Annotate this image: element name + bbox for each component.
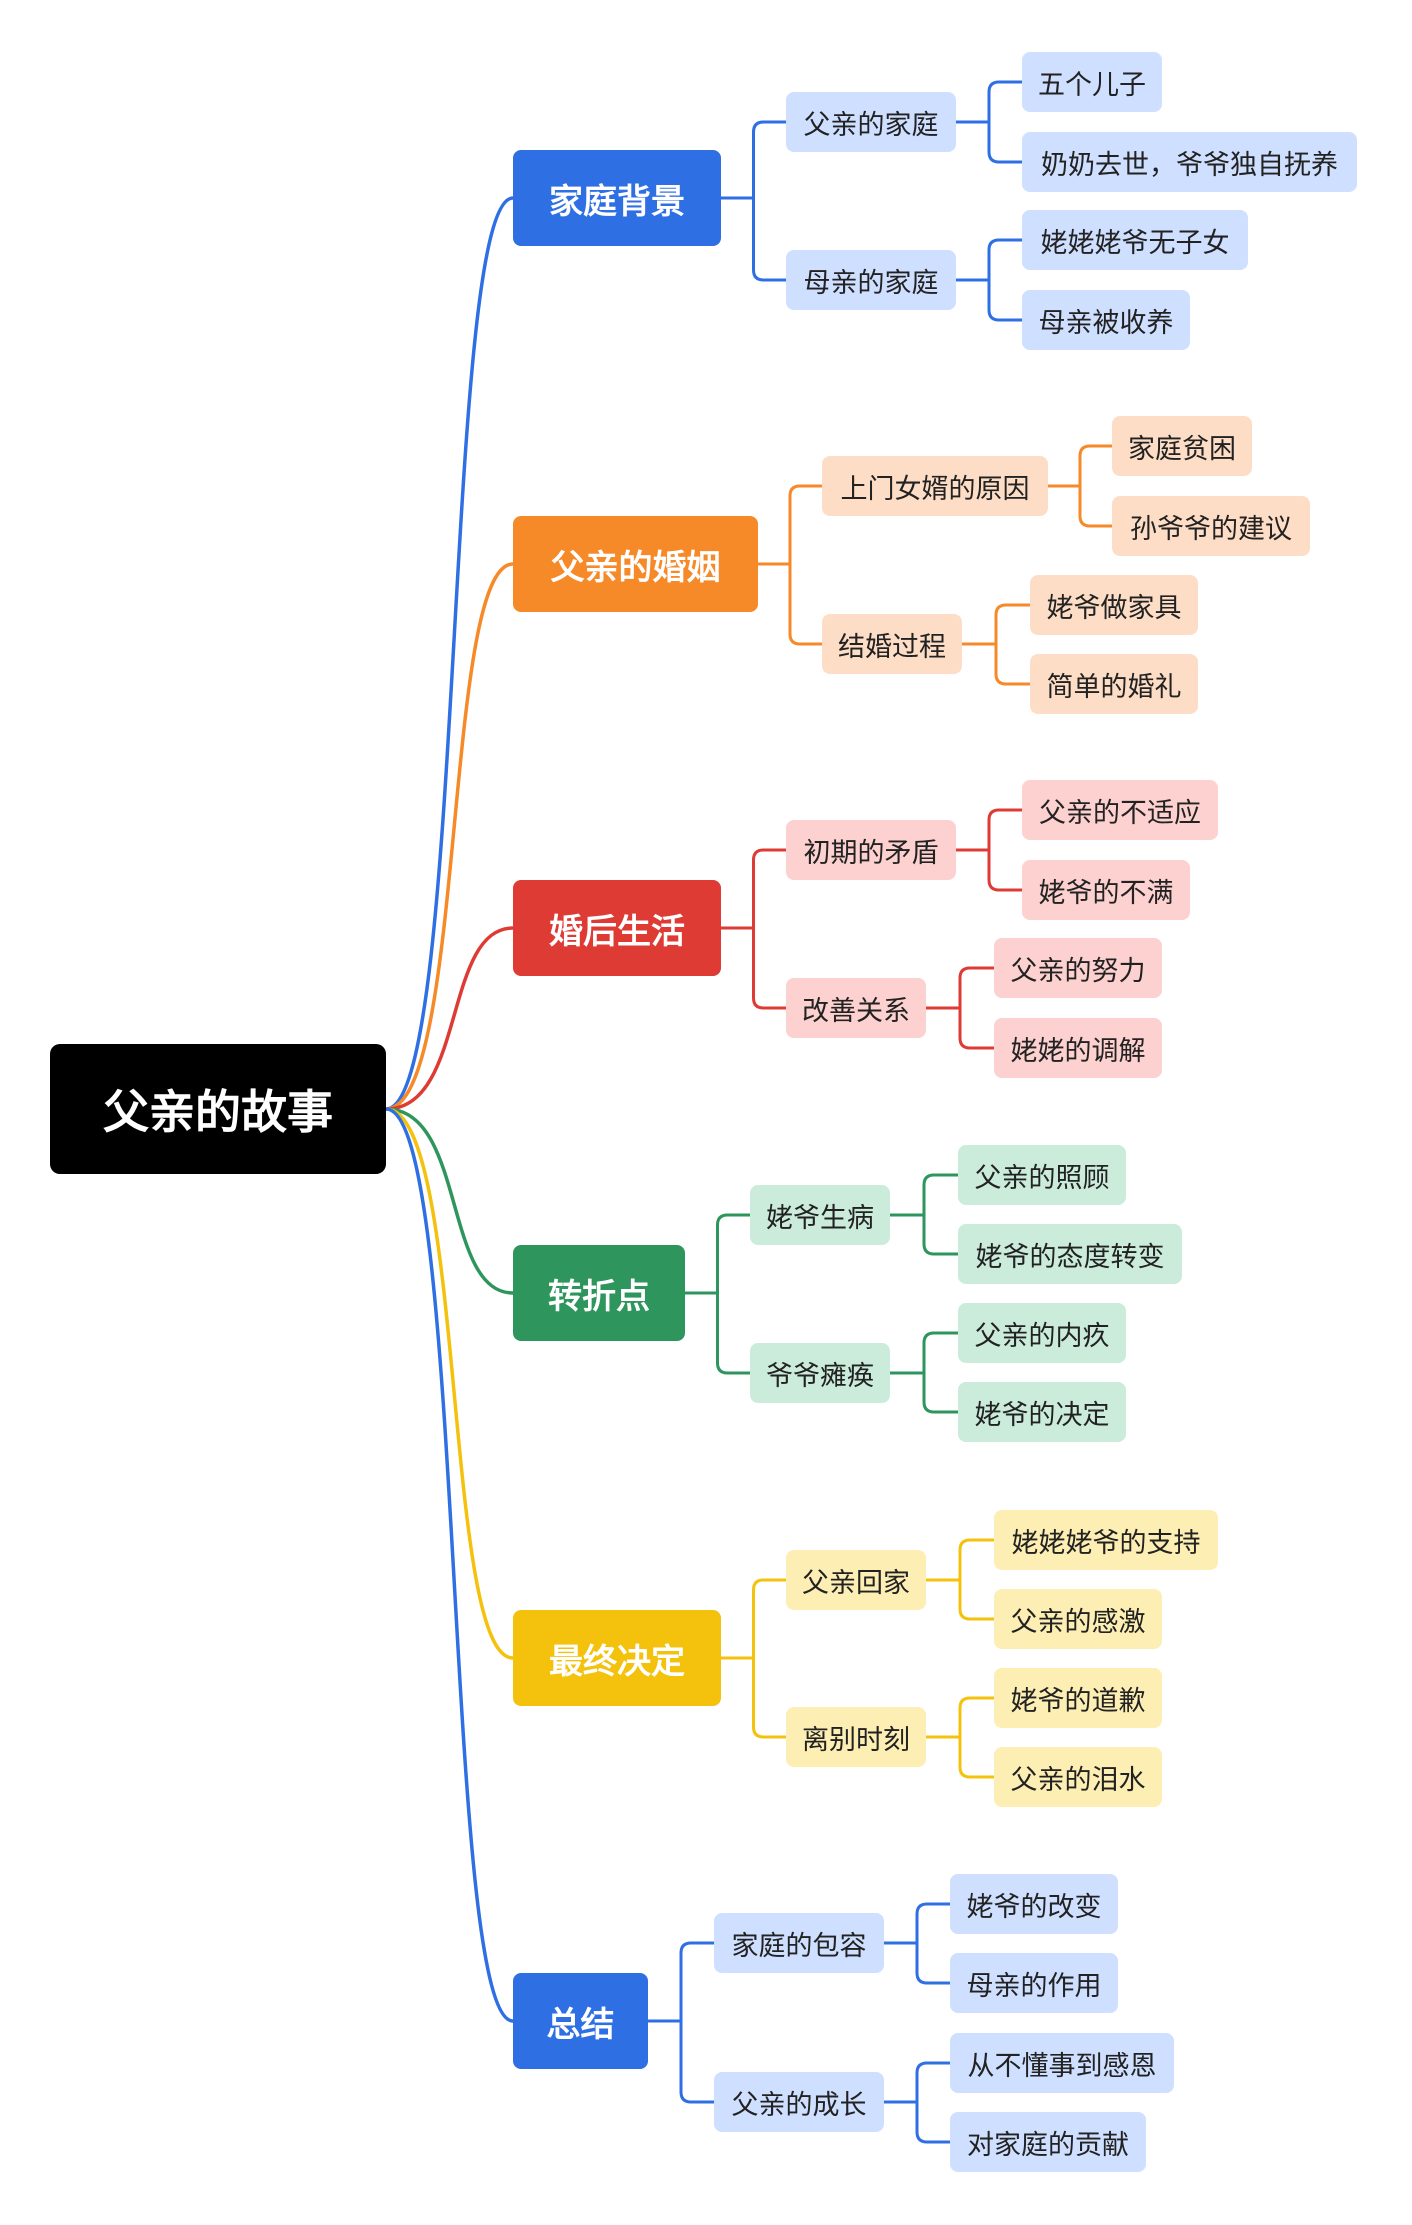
leaf-link-2-1-0 — [958, 966, 996, 1010]
leaf-topic-2-1-1[interactable]: 姥姥的调解 — [994, 1018, 1162, 1078]
leaf-topic-1-1-0[interactable]: 姥爷做家具 — [1030, 575, 1198, 635]
leaf-link-1-1-1 — [994, 642, 1032, 686]
main-topic-2[interactable]: 婚后生活 — [513, 880, 721, 976]
subtopic-3-0[interactable]: 姥爷生病 — [750, 1185, 890, 1245]
leaf-topic-1-0-1[interactable]: 孙爷爷的建议 — [1112, 496, 1310, 556]
leaf-link-5-1-0 — [915, 2061, 952, 2104]
subtopic-2-1[interactable]: 改善关系 — [786, 978, 926, 1038]
sub-link-0-0 — [752, 120, 788, 200]
branch-line-3 — [384, 1107, 515, 1295]
sub-link-5-0 — [679, 1941, 716, 2023]
leaf-link-3-0-0 — [922, 1173, 960, 1217]
sub-link-1-1 — [788, 562, 824, 646]
branch-line-0 — [384, 196, 515, 1111]
leaf-topic-4-0-0[interactable]: 姥姥姥爷的支持 — [994, 1510, 1218, 1570]
branch-line-2 — [384, 926, 515, 1111]
leaf-topic-4-1-1[interactable]: 父亲的泪水 — [994, 1747, 1162, 1807]
main-topic-3[interactable]: 转折点 — [513, 1245, 685, 1341]
leaf-link-5-0-1 — [915, 1941, 952, 1985]
leaf-topic-0-1-0[interactable]: 姥姥姥爷无子女 — [1022, 210, 1248, 270]
leaf-link-3-1-0 — [922, 1331, 960, 1375]
leaf-topic-1-0-0[interactable]: 家庭贫困 — [1112, 416, 1252, 476]
root-node[interactable]: 父亲的故事 — [50, 1044, 386, 1174]
subtopic-4-1[interactable]: 离别时刻 — [786, 1707, 926, 1767]
leaf-topic-2-0-0[interactable]: 父亲的不适应 — [1022, 780, 1218, 840]
leaf-topic-1-1-1[interactable]: 简单的婚礼 — [1030, 654, 1198, 714]
leaf-link-0-1-1 — [987, 278, 1024, 322]
sub-link-4-0 — [752, 1578, 788, 1660]
leaf-topic-3-0-0[interactable]: 父亲的照顾 — [958, 1145, 1126, 1205]
leaf-link-0-1-0 — [987, 238, 1024, 282]
leaf-link-2-0-0 — [987, 808, 1024, 852]
leaf-topic-4-0-1[interactable]: 父亲的感激 — [994, 1589, 1162, 1649]
leaf-link-1-0-0 — [1078, 444, 1114, 488]
sub-link-3-0 — [716, 1213, 752, 1295]
leaf-link-0-0-1 — [987, 120, 1024, 164]
leaf-topic-5-1-1[interactable]: 对家庭的贡献 — [950, 2112, 1146, 2172]
leaf-topic-3-1-0[interactable]: 父亲的内疚 — [958, 1303, 1126, 1363]
subtopic-1-0[interactable]: 上门女婿的原因 — [822, 456, 1048, 516]
subtopic-0-1[interactable]: 母亲的家庭 — [786, 250, 956, 310]
leaf-topic-3-0-1[interactable]: 姥爷的态度转变 — [958, 1224, 1182, 1284]
leaf-link-2-0-1 — [987, 848, 1024, 892]
main-topic-1[interactable]: 父亲的婚姻 — [513, 516, 758, 612]
branch-line-5 — [384, 1107, 515, 2023]
leaf-topic-2-1-0[interactable]: 父亲的努力 — [994, 938, 1162, 998]
leaf-link-4-0-0 — [958, 1538, 996, 1582]
branch-line-4 — [384, 1107, 515, 1660]
leaf-link-1-0-1 — [1078, 484, 1114, 528]
leaf-link-3-1-1 — [922, 1371, 960, 1414]
leaf-link-1-1-0 — [994, 603, 1032, 646]
leaf-link-5-1-1 — [915, 2100, 952, 2144]
leaf-link-0-0-0 — [987, 80, 1024, 124]
leaf-topic-4-1-0[interactable]: 姥爷的道歉 — [994, 1668, 1162, 1728]
leaf-topic-5-0-1[interactable]: 母亲的作用 — [950, 1953, 1118, 2013]
branch-line-1 — [384, 562, 515, 1111]
leaf-topic-2-0-1[interactable]: 姥爷的不满 — [1022, 860, 1190, 920]
sub-link-0-1 — [752, 196, 788, 282]
sub-link-2-1 — [752, 926, 788, 1010]
leaf-link-3-0-1 — [922, 1213, 960, 1256]
leaf-link-4-1-1 — [958, 1735, 996, 1779]
leaf-topic-5-0-0[interactable]: 姥爷的改变 — [950, 1874, 1118, 1934]
leaf-link-2-1-1 — [958, 1006, 996, 1050]
leaf-link-5-0-0 — [915, 1902, 952, 1945]
sub-link-1-0 — [788, 484, 824, 566]
main-topic-4[interactable]: 最终决定 — [513, 1610, 721, 1706]
sub-link-4-1 — [752, 1656, 788, 1739]
subtopic-5-1[interactable]: 父亲的成长 — [714, 2072, 884, 2132]
subtopic-5-0[interactable]: 家庭的包容 — [714, 1913, 884, 1973]
sub-link-5-1 — [679, 2019, 716, 2104]
subtopic-0-0[interactable]: 父亲的家庭 — [786, 92, 956, 152]
leaf-topic-5-1-0[interactable]: 从不懂事到感恩 — [950, 2033, 1174, 2093]
sub-link-3-1 — [716, 1291, 752, 1375]
subtopic-4-0[interactable]: 父亲回家 — [786, 1550, 926, 1610]
subtopic-3-1[interactable]: 爷爷瘫痪 — [750, 1343, 890, 1403]
leaf-topic-0-0-0[interactable]: 五个儿子 — [1022, 52, 1162, 112]
main-topic-5[interactable]: 总结 — [513, 1973, 648, 2069]
leaf-topic-3-1-1[interactable]: 姥爷的决定 — [958, 1382, 1126, 1442]
leaf-link-4-0-1 — [958, 1578, 996, 1621]
subtopic-1-1[interactable]: 结婚过程 — [822, 614, 962, 674]
subtopic-2-0[interactable]: 初期的矛盾 — [786, 820, 956, 880]
sub-link-2-0 — [752, 848, 788, 930]
main-topic-0[interactable]: 家庭背景 — [513, 150, 721, 246]
leaf-topic-0-1-1[interactable]: 母亲被收养 — [1022, 290, 1190, 350]
leaf-topic-0-0-1[interactable]: 奶奶去世，爷爷独自抚养 — [1022, 132, 1357, 192]
leaf-link-4-1-0 — [958, 1696, 996, 1739]
